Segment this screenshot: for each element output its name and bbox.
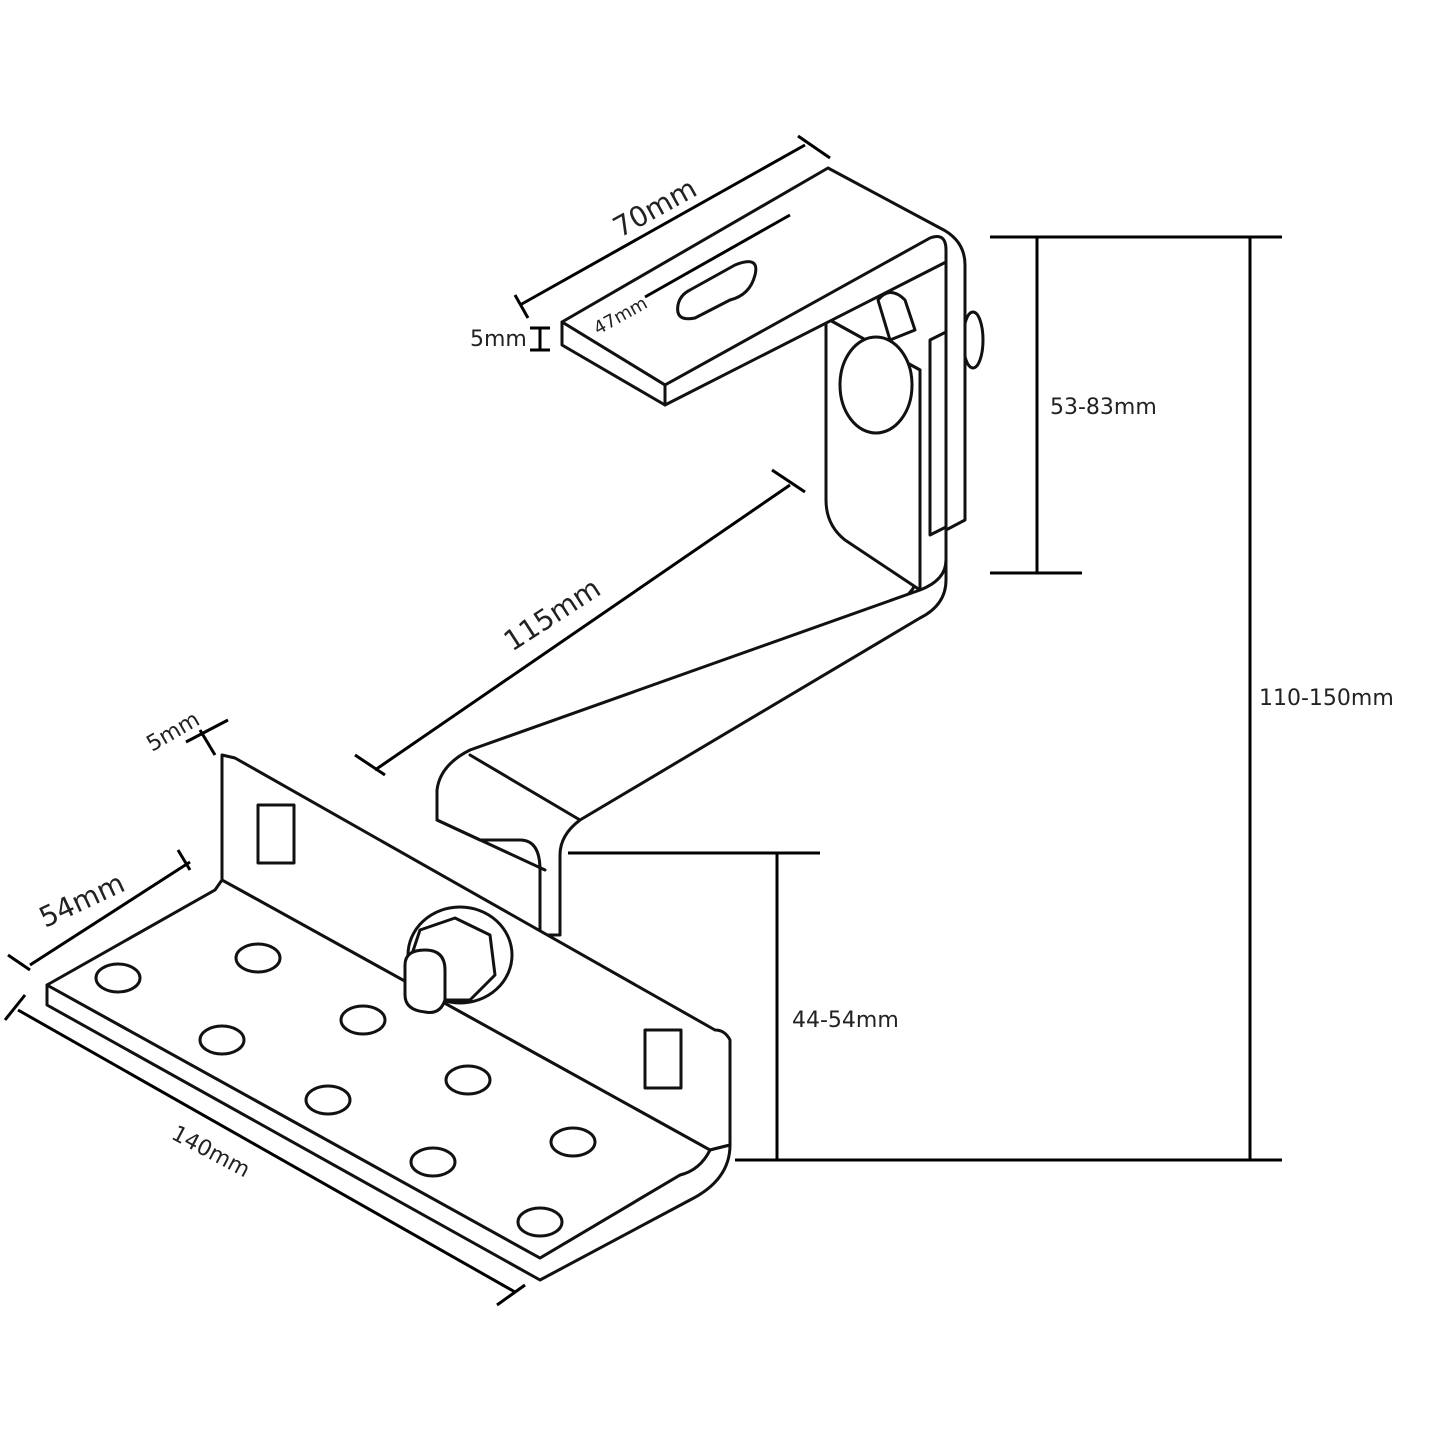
- dimension-lines: [3, 134, 1282, 1307]
- label-base-thickness: 5mm: [143, 707, 205, 757]
- label-upper-adjust-height: 53-83mm: [1050, 395, 1157, 420]
- base-bracket: [45, 753, 732, 1282]
- label-base-length: 140mm: [167, 1121, 254, 1183]
- label-arm-length: 115mm: [498, 571, 607, 657]
- base-holes: [94, 942, 597, 1238]
- label-base-width: 54mm: [34, 866, 130, 934]
- top-plate: [560, 166, 967, 532]
- label-top-plate-thickness: 5mm: [470, 327, 527, 352]
- label-lower-adjust-height: 44-54mm: [792, 1008, 899, 1033]
- label-total-height: 110-150mm: [1259, 686, 1394, 711]
- upper-riser: [538, 249, 985, 872]
- label-top-plate-length: 70mm: [607, 172, 702, 245]
- bolt: [403, 905, 514, 1014]
- middle-arm: [435, 558, 948, 937]
